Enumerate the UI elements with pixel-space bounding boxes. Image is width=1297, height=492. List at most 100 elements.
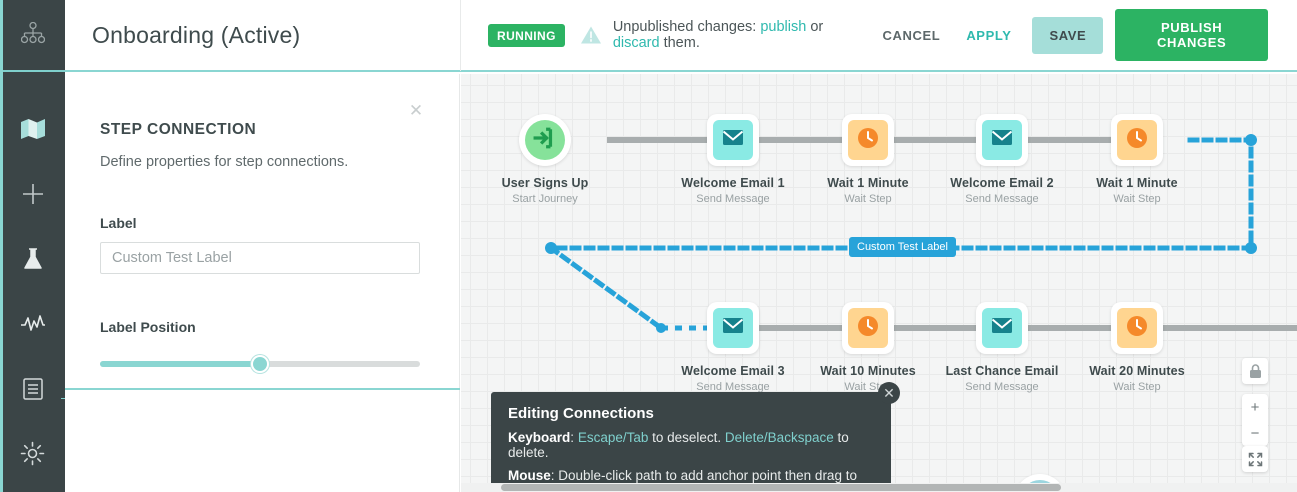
tooltip-key-escape-tab: Escape/Tab	[577, 430, 649, 445]
node-shape[interactable]	[976, 114, 1028, 166]
workflow-node[interactable]: Welcome Email 1 Send Message	[673, 114, 793, 205]
panel-divider	[65, 388, 460, 390]
list-icon	[22, 377, 44, 401]
lock-icon[interactable]	[1242, 358, 1268, 384]
header-toolbar: RUNNING Unpublished changes: publish or …	[461, 0, 1297, 71]
node-icon-bg	[848, 120, 888, 160]
node-title: Last Chance Email	[945, 364, 1059, 378]
unpublished-changes-notice: Unpublished changes: publish or discard …	[613, 19, 870, 51]
discard-link[interactable]: discard	[612, 35, 660, 51]
zoom-controls: + −	[1242, 394, 1268, 446]
node-shape[interactable]	[842, 114, 894, 166]
status-badge: RUNNING	[488, 23, 565, 47]
label-field-label: Label	[100, 215, 137, 231]
canvas-hscrollbar-thumb[interactable]	[501, 484, 1061, 491]
workflow-node[interactable]: Wait 10 Minutes Wait Step	[808, 302, 928, 393]
fullscreen-icon[interactable]	[1242, 446, 1268, 472]
panel-heading: STEP CONNECTION	[100, 121, 257, 138]
envelope-icon	[991, 129, 1013, 151]
node-shape[interactable]	[519, 114, 571, 166]
node-title: Welcome Email 3	[681, 364, 785, 378]
node-shape[interactable]	[1111, 302, 1163, 354]
node-icon-bg	[1117, 308, 1157, 348]
clock-icon	[857, 127, 879, 154]
workflow-node[interactable]: Wait 20 Minutes Wait Step	[1077, 302, 1197, 393]
pulse-icon	[20, 314, 46, 334]
node-shape[interactable]	[976, 302, 1028, 354]
apply-button[interactable]: APPLY	[953, 18, 1024, 53]
tooltip-keyboard-text-2: to delete.	[508, 430, 849, 460]
panel-body: STEP CONNECTION Define properties for st…	[65, 74, 459, 374]
sidebar-item-analytics[interactable]	[0, 291, 65, 356]
node-subtitle: Wait Step	[844, 193, 892, 205]
sidebar-item-add[interactable]	[0, 161, 65, 226]
envelope-icon	[991, 317, 1013, 339]
workflow-node[interactable]: Last Chance Email Send Message	[942, 302, 1062, 393]
node-icon-bg	[982, 308, 1022, 348]
close-icon[interactable]: ✕	[408, 101, 424, 120]
node-shape[interactable]	[842, 302, 894, 354]
workflow-node[interactable]: Wait 1 Minute Wait Step	[808, 114, 928, 205]
slider-fill	[100, 361, 260, 367]
node-icon-bg	[713, 308, 753, 348]
lock-control[interactable]	[1242, 358, 1268, 384]
envelope-icon	[722, 317, 744, 339]
editing-connections-tooltip: Editing Connections Keyboard: Escape/Tab…	[491, 392, 891, 492]
node-title: User Signs Up	[501, 176, 589, 190]
app-header: Onboarding (Active) RUNNING Unpublished …	[65, 0, 1297, 72]
step-connection-panel: ✕ STEP CONNECTION Define properties for …	[65, 74, 460, 492]
gear-icon	[20, 441, 45, 466]
label-input[interactable]	[100, 242, 420, 274]
slider-thumb[interactable]	[251, 355, 269, 373]
notice-or: or	[810, 19, 824, 35]
page-title: Onboarding (Active)	[92, 21, 301, 48]
sidebar-item-map[interactable]	[0, 96, 65, 161]
rail-logo[interactable]	[0, 0, 65, 72]
tooltip-keyboard-line: Keyboard: Escape/Tab to deselect. Delete…	[508, 430, 849, 460]
envelope-icon	[722, 129, 744, 151]
sidebar-item-settings[interactable]	[0, 421, 65, 486]
rail-accent-stripe	[0, 0, 3, 492]
node-title: Wait 1 Minute	[1096, 176, 1178, 190]
workflow-node[interactable]: User Signs Up Start Journey	[485, 114, 605, 205]
node-subtitle: Send Message	[965, 381, 1039, 393]
node-shape[interactable]	[707, 302, 759, 354]
workflow-node[interactable]: Welcome Email 2 Send Message	[942, 114, 1062, 205]
publish-link[interactable]: publish	[760, 19, 807, 35]
clock-icon	[857, 315, 879, 342]
node-icon-bg	[982, 120, 1022, 160]
zoom-out-button[interactable]: −	[1250, 424, 1260, 442]
clock-icon	[1126, 127, 1148, 154]
sidebar-item-logs[interactable]	[0, 356, 65, 421]
map-icon	[20, 118, 46, 140]
tooltip-mouse-label: Mouse	[508, 468, 551, 483]
tooltip-keyboard-label: Keyboard	[508, 430, 571, 445]
save-button[interactable]: SAVE	[1032, 16, 1104, 54]
node-title: Welcome Email 2	[950, 176, 1054, 190]
sidebar-item-experiments[interactable]	[0, 226, 65, 291]
node-subtitle: Send Message	[965, 193, 1039, 205]
tooltip-close-icon[interactable]: ✕	[878, 382, 900, 404]
node-title: Welcome Email 1	[681, 176, 785, 190]
node-shape[interactable]	[707, 114, 759, 166]
label-position-slider[interactable]	[100, 354, 420, 374]
connection-label[interactable]: Custom Test Label	[849, 237, 956, 257]
workflow-node[interactable]: Welcome Email 3 Send Message	[673, 302, 793, 393]
org-chart-icon	[20, 21, 45, 49]
left-nav-rail	[0, 0, 65, 492]
label-position-field-label: Label Position	[100, 319, 196, 335]
warning-triangle-icon	[580, 25, 602, 45]
node-icon-bg	[1117, 120, 1157, 160]
workflow-node[interactable]: Wait 1 Minute Wait Step	[1077, 114, 1197, 205]
enter-door-icon	[533, 126, 557, 155]
publish-changes-button[interactable]: PUBLISH CHANGES	[1115, 9, 1268, 61]
canvas-hscrollbar[interactable]	[461, 483, 1297, 492]
fullscreen-control[interactable]	[1242, 446, 1268, 472]
tooltip-title: Editing Connections	[508, 405, 654, 422]
cancel-button[interactable]: CANCEL	[870, 18, 954, 53]
node-shape[interactable]	[1111, 114, 1163, 166]
panel-subheading: Define properties for step connections.	[100, 154, 349, 170]
node-subtitle: Wait Step	[1113, 193, 1161, 205]
notice-prefix: Unpublished changes:	[612, 19, 757, 35]
zoom-in-button[interactable]: +	[1250, 398, 1260, 416]
